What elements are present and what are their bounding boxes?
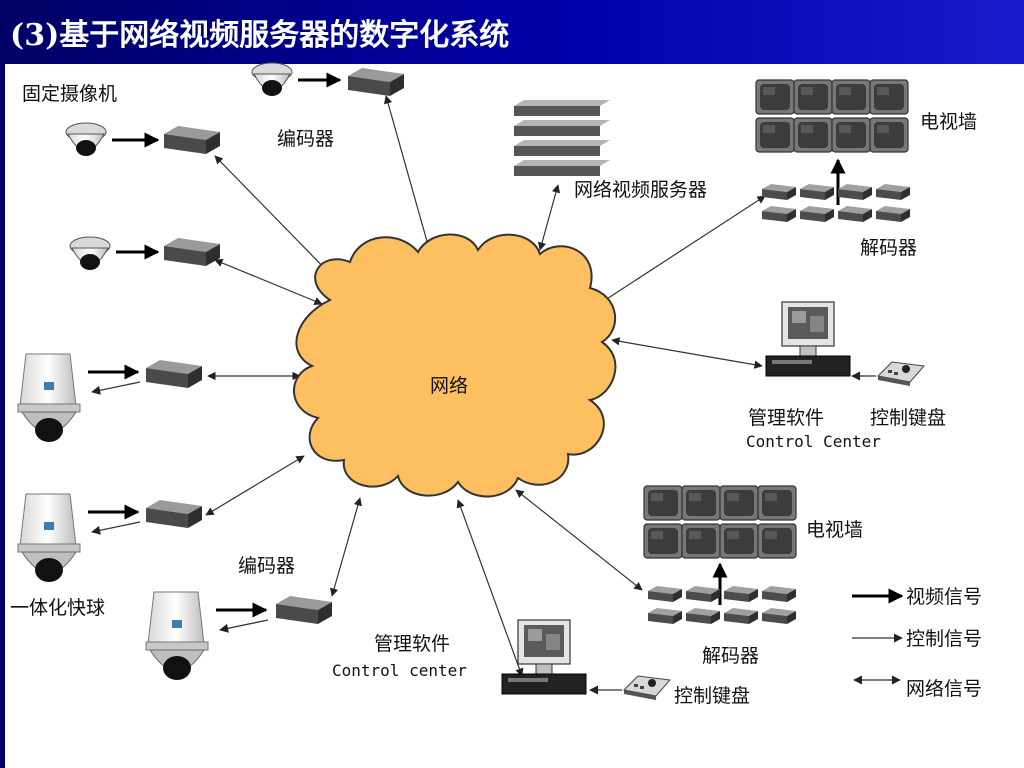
- link-video-server: [537, 184, 561, 251]
- label-encoder-top: 编码器: [277, 128, 334, 150]
- link-pc-right: [611, 337, 763, 369]
- link-decoder-top: [595, 195, 766, 307]
- network-cloud: [293, 233, 617, 498]
- legend: 视频信号 控制信号 网络信号: [852, 586, 982, 700]
- speed-dome-camera-icon: [17, 353, 81, 443]
- encoder-icon: [276, 596, 332, 624]
- link-pc-bottom: [456, 499, 524, 677]
- label-mgmt-software-right: 管理软件: [748, 407, 824, 429]
- legend-network-label: 网络信号: [906, 678, 982, 700]
- encoder-icon: [164, 238, 220, 266]
- label-decoder-top: 解码器: [860, 237, 917, 259]
- label-encoder-bottom: 编码器: [238, 555, 295, 577]
- decoder-top-icon: [762, 184, 910, 222]
- link-encoder-2: [214, 258, 323, 306]
- link-encoder-5: [330, 497, 362, 597]
- link-encoder-top: [384, 95, 432, 253]
- label-control-center-bottom: Control center: [332, 661, 467, 680]
- label-tv-wall-top: 电视墙: [920, 111, 977, 133]
- link-encoder-1: [214, 155, 339, 283]
- label-control-keyboard-right: 控制键盘: [870, 407, 946, 429]
- tv-wall-bottom-icon: [643, 485, 797, 559]
- encoder-icon: [146, 500, 202, 528]
- network-label: 网络: [430, 375, 468, 397]
- decoder-bottom-icon: [648, 586, 796, 624]
- label-speed-dome: 一体化快球: [10, 597, 105, 619]
- network-links: [205, 95, 766, 677]
- label-video-server: 网络视频服务器: [574, 179, 707, 201]
- speed-dome-camera-icon: [145, 591, 209, 681]
- page-title: (3)基于网络视频服务器的数字化系统: [10, 18, 510, 53]
- legend-control-label: 控制信号: [906, 628, 982, 650]
- tv-wall-top-icon: [755, 79, 909, 153]
- fixed-camera-icon: [69, 236, 111, 271]
- pc-workstation-icon: [765, 301, 851, 377]
- encoder-icon: [146, 360, 202, 388]
- encoder-icon: [348, 68, 404, 96]
- fixed-camera-icon: [65, 122, 107, 157]
- label-mgmt-software-bottom: 管理软件: [374, 633, 450, 655]
- label-control-center-right: Control Center: [746, 432, 881, 451]
- label-control-keyboard-bottom: 控制键盘: [674, 685, 750, 707]
- legend-video-label: 视频信号: [906, 586, 982, 608]
- control-keyboard-icon: [623, 675, 671, 701]
- speed-dome-camera-icon: [17, 493, 81, 583]
- label-tv-wall-bottom: 电视墙: [806, 519, 863, 541]
- video-server-icon: [514, 100, 610, 176]
- link-encoder-4: [205, 455, 305, 516]
- label-decoder-bottom: 解码器: [702, 645, 759, 667]
- fixed-camera-icon: [251, 62, 293, 97]
- encoder-icon: [164, 126, 220, 154]
- title-bar: (3)基于网络视频服务器的数字化系统: [0, 0, 1024, 64]
- label-fixed-camera: 固定摄像机: [22, 83, 117, 105]
- left-border: [0, 64, 5, 768]
- control-keyboard-icon: [877, 361, 925, 387]
- link-decoder-bottom: [515, 489, 643, 591]
